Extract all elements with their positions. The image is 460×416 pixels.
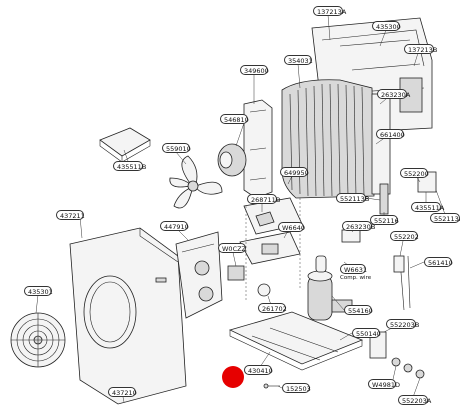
callout-437211: 437211 bbox=[56, 210, 85, 220]
callout-261702: 261702 bbox=[258, 303, 287, 313]
callout-552200: 552200 bbox=[400, 168, 429, 178]
callout-552203B: 552203B bbox=[386, 319, 419, 329]
callout-263230B: 263230B bbox=[342, 221, 375, 231]
callout-435511A: 435511A bbox=[411, 202, 444, 212]
callout-430410: 430410 bbox=[244, 365, 273, 375]
callout-561410: 561410 bbox=[424, 257, 453, 267]
note-comp-wire: Comp. wire bbox=[340, 275, 372, 281]
callout-554160: 554160 bbox=[344, 305, 373, 315]
reactor bbox=[227, 265, 271, 297]
callout-268711B: 268711B bbox=[247, 194, 280, 204]
callout-437210: 437210 bbox=[108, 387, 137, 397]
callout-546810: 546810 bbox=[220, 114, 249, 124]
callout-552203A: 552203A bbox=[398, 395, 431, 405]
callout-263230A: 263230A bbox=[377, 89, 410, 99]
callout-137213A: 137213A bbox=[313, 6, 346, 16]
screw bbox=[263, 383, 280, 389]
callout-137213B: 137213B bbox=[404, 44, 437, 54]
callout-552113A: 552113A bbox=[430, 213, 460, 223]
motor-bracket bbox=[243, 99, 273, 199]
callout-W6631: W6631 bbox=[340, 264, 367, 274]
fan-motor bbox=[217, 143, 247, 177]
red-location-marker[interactable] bbox=[222, 366, 244, 388]
callout-W6640: W6640 bbox=[278, 222, 305, 232]
callout-152503: 152503 bbox=[282, 383, 311, 393]
callout-649950: 649950 bbox=[280, 167, 309, 177]
electric-box bbox=[239, 197, 303, 300]
callout-349600: 349600 bbox=[240, 65, 269, 75]
callout-W0CZZ: W0CZZ bbox=[218, 243, 246, 253]
condenser-coil bbox=[281, 79, 391, 199]
partition-plate bbox=[175, 231, 223, 319]
callout-354031: 354031 bbox=[284, 55, 313, 65]
control-cover bbox=[99, 127, 151, 163]
callout-W4981D: W4981D bbox=[368, 379, 400, 389]
callout-552113B: 552113B bbox=[336, 193, 369, 203]
front-cabinet bbox=[69, 227, 187, 405]
compressor bbox=[307, 255, 333, 321]
callout-435300: 435300 bbox=[372, 21, 401, 31]
callout-435301: 435301 bbox=[24, 286, 53, 296]
propeller-fan bbox=[169, 155, 223, 209]
callout-550140: 550140 bbox=[352, 328, 381, 338]
callout-447910: 447910 bbox=[160, 221, 189, 231]
fan-guard bbox=[10, 312, 66, 368]
callout-552202: 552202 bbox=[390, 231, 419, 241]
callout-435511B: 435511B bbox=[113, 161, 146, 171]
callout-661400: 661400 bbox=[376, 129, 405, 139]
callout-552116: 552116 bbox=[370, 215, 399, 225]
callout-559010: 559010 bbox=[162, 143, 191, 153]
base-plate bbox=[228, 311, 364, 371]
